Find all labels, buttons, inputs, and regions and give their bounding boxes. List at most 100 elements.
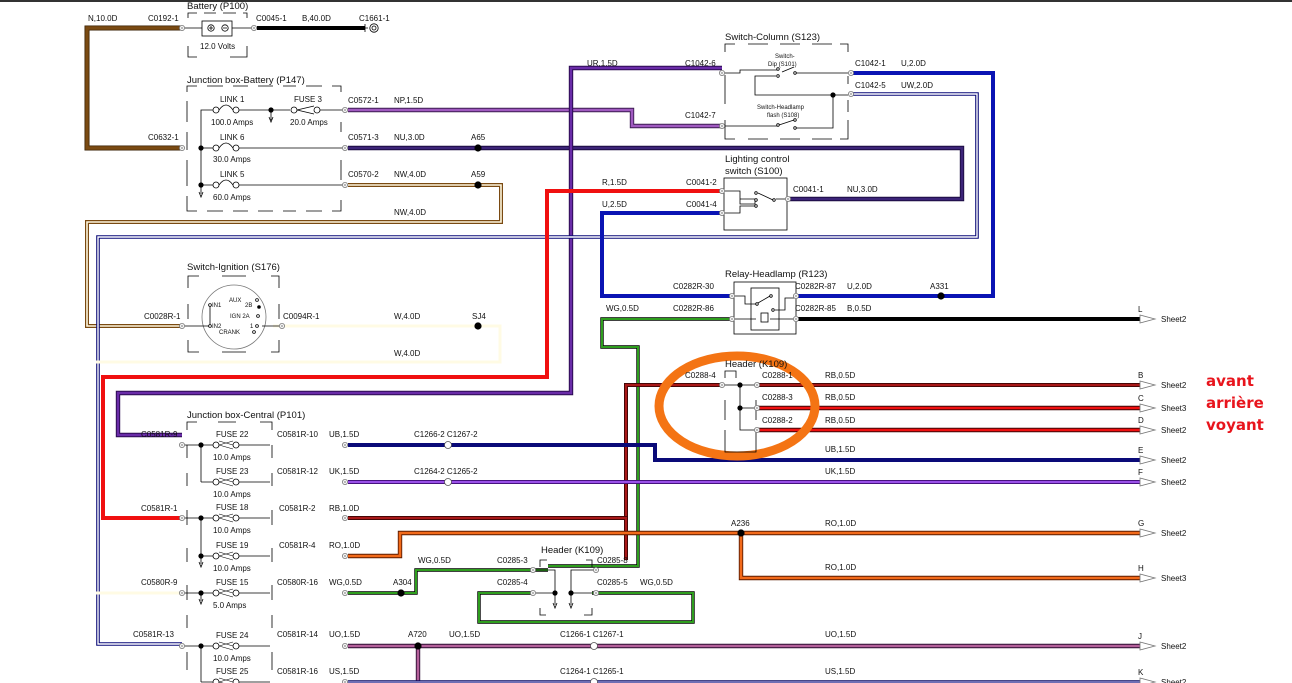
wire-label: NW,4.0D — [394, 170, 426, 179]
connector-terminal — [729, 315, 736, 322]
wire-r-15[interactable] — [101, 189, 722, 520]
header-bottom-title: Header (K109) — [541, 545, 603, 556]
wire-label: RO,1.0D — [329, 541, 360, 550]
header-k109-top[interactable] — [723, 370, 757, 453]
fuse-label: FUSE 22 — [216, 430, 249, 439]
connector-terminal — [178, 322, 185, 329]
wire-label: UO,1.5D — [329, 630, 360, 639]
offsheet-sheet[interactable]: Sheet2 — [1161, 642, 1187, 651]
battery-component[interactable] — [185, 12, 379, 58]
wire-np-15[interactable] — [348, 107, 722, 129]
wire-label: R,1.5D — [602, 178, 627, 187]
connector-terminals — [178, 24, 855, 683]
switch-column[interactable] — [724, 43, 849, 140]
offsheet-sheet[interactable]: Sheet3 — [1161, 574, 1187, 583]
splice-dot — [737, 529, 745, 537]
connector-label: C0581R-14 — [277, 630, 318, 639]
offsheet-ref-e[interactable]: E Sheet2 — [1138, 446, 1187, 465]
offsheet-ref-k[interactable]: K Sheet2 — [1138, 668, 1187, 683]
offsheet-sheet[interactable]: Sheet2 — [1161, 426, 1187, 435]
wire-w-40[interactable] — [96, 324, 502, 364]
offsheet-ref-h[interactable]: H Sheet3 — [1138, 564, 1187, 583]
connector-terminal — [341, 643, 348, 650]
connector-label: C0632-1 — [148, 133, 179, 142]
fuse-label: FUSE 25 — [216, 667, 249, 676]
wire-label: B,0.5D — [847, 304, 872, 313]
splice-dot — [937, 292, 945, 300]
wire-wg-05-loop[interactable] — [477, 591, 695, 624]
offsheet-sheet[interactable]: Sheet2 — [1161, 381, 1187, 390]
connector-terminal — [178, 643, 185, 650]
connector-terminal — [729, 292, 736, 299]
wire-ro-10[interactable] — [348, 530, 1140, 559]
annotation-avant: avant — [1206, 372, 1254, 390]
connector-terminal — [341, 144, 348, 151]
wire-label: UK,1.5D — [825, 467, 855, 476]
wire-n-10[interactable] — [84, 25, 182, 151]
connector-label: C0581R-2 — [279, 504, 316, 513]
ignition-pin: IN2 — [212, 324, 222, 330]
connector-terminal — [341, 107, 348, 114]
offsheet-letter: K — [1138, 668, 1144, 677]
link-label: LINK 1 — [220, 95, 245, 104]
splice-dot — [474, 322, 482, 330]
wire-ub-15[interactable] — [348, 443, 1140, 462]
wire-label: B,40.0D — [302, 14, 331, 23]
connector-label: C0288-3 — [762, 393, 793, 402]
wire-nw-40[interactable] — [85, 183, 503, 328]
connector-label: C0041-2 — [686, 178, 717, 187]
offsheet-sheet[interactable]: Sheet2 — [1161, 315, 1187, 324]
connector-label: C1661-1 — [359, 14, 390, 23]
connector-terminal — [593, 590, 600, 597]
fuse[interactable]: FUSE 25 — [201, 667, 270, 683]
header-k109-bottom[interactable] — [536, 559, 596, 616]
lighting-title: Lighting control — [725, 154, 789, 165]
wire-ro-10-h[interactable] — [738, 533, 1140, 581]
wire-label: WG,0.5D — [329, 578, 362, 587]
junction-box-central[interactable] — [186, 421, 273, 670]
offsheet-sheet[interactable]: Sheet2 — [1161, 478, 1187, 487]
fuse[interactable]: FUSE 155.0 Amps — [185, 578, 270, 610]
offsheet-sheet[interactable]: Sheet2 — [1161, 456, 1187, 465]
connector-label: C0285-4 — [497, 578, 528, 587]
offsheet-references: LSheet2BSheet2CSheet3DSheet2ESheet2FShee… — [1138, 305, 1187, 683]
lighting-control-switch[interactable] — [723, 177, 788, 231]
wire-u-25[interactable] — [600, 211, 732, 298]
connector-terminal — [530, 567, 537, 574]
battery-voltage: 12.0 Volts — [200, 42, 235, 51]
ignition-switch[interactable] — [185, 275, 282, 353]
relay-headlamp[interactable] — [733, 281, 797, 335]
offsheet-letter: E — [1138, 446, 1143, 455]
junction-box-battery[interactable] — [186, 85, 345, 212]
wire-label: RB,0.5D — [825, 393, 855, 402]
wire-label: RO,1.0D — [825, 519, 856, 528]
connector-label: C0041-1 — [793, 185, 824, 194]
inline-connectors — [444, 441, 598, 683]
wire-u-20[interactable] — [788, 71, 995, 298]
offsheet-sheet[interactable]: Sheet2 — [1161, 529, 1187, 538]
wire-label: RB,0.5D — [825, 416, 855, 425]
connector-terminal — [341, 590, 348, 597]
connector-terminal — [341, 441, 348, 448]
connector-label: C0570-2 — [348, 170, 379, 179]
wire-label: UO,1.5D — [825, 630, 856, 639]
wire-label: N,10.0D — [88, 14, 118, 23]
fuse-bus — [198, 442, 204, 682]
connector-label: C0028R-1 — [144, 312, 181, 321]
offsheet-sheet[interactable]: Sheet2 — [1161, 678, 1187, 683]
offsheet-letter: H — [1138, 564, 1144, 573]
offsheet-sheet[interactable]: Sheet3 — [1161, 404, 1187, 413]
connector-terminal — [342, 679, 348, 683]
